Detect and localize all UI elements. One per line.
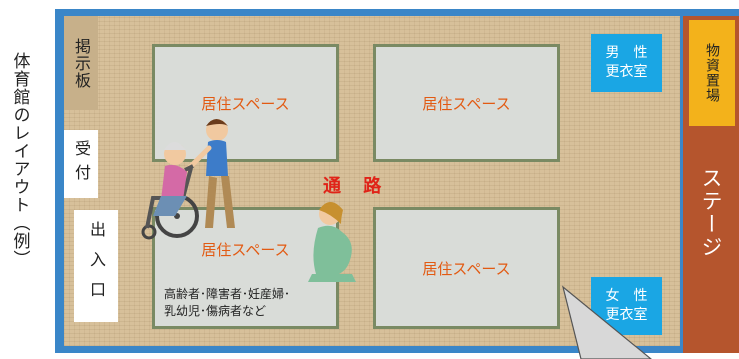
callout-tail	[561, 285, 652, 359]
corridor-label: 通 路	[323, 176, 390, 197]
entrance: 出入口	[74, 210, 118, 322]
living-space-bottom-right: 居住スペース	[373, 207, 560, 329]
pregnant-woman-illustration	[308, 202, 356, 282]
living-space-label: 居住スペース	[422, 259, 511, 278]
male-locker-room: 男 性 更衣室	[591, 34, 662, 92]
wheelchair-caregiver-illustration	[141, 119, 235, 240]
male-locker-line1: 男 性	[605, 45, 648, 61]
priority-note-line2: 乳幼児･傷病者など	[164, 304, 267, 318]
priority-note-line1: 高齢者･障害者･妊産婦･	[164, 287, 291, 301]
living-space-top-right: 居住スペース	[373, 44, 560, 162]
bulletin-board: 掲示板	[64, 16, 98, 110]
male-locker-line2: 更衣室	[605, 64, 648, 80]
living-space-label: 居住スペース	[201, 94, 290, 113]
living-space-label: 居住スペース	[201, 240, 290, 259]
reception-desk: 受付	[64, 130, 98, 198]
stage-label: ステージ	[699, 167, 723, 259]
living-space-priority: 居住スペース	[152, 207, 339, 329]
supply-storage: 物資置場	[689, 20, 735, 126]
female-locker-line2: 更衣室	[605, 307, 648, 323]
layout-title: 体育館のレイアウト（例）	[9, 52, 30, 268]
priority-space-note: 高齢者･障害者･妊産婦･ 乳幼児･傷病者など	[164, 286, 339, 320]
living-space-label: 居住スペース	[422, 94, 511, 113]
living-space-top-left: 居住スペース	[152, 44, 339, 162]
female-locker-line1: 女 性	[605, 288, 648, 304]
